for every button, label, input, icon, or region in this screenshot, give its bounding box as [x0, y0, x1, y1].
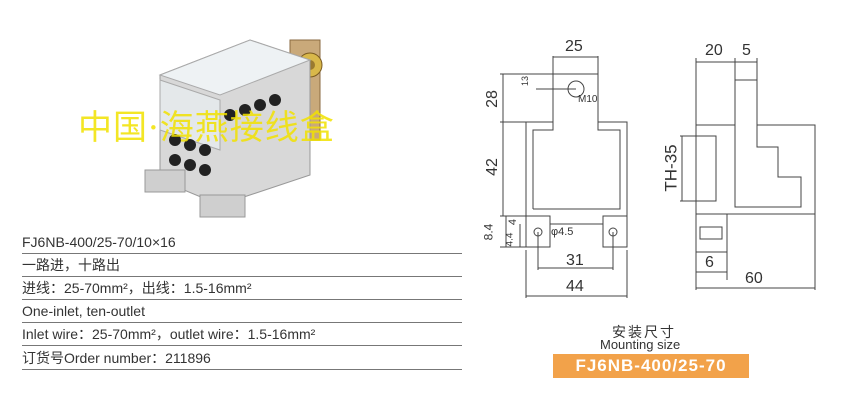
dim-8-4: 8.4: [481, 223, 496, 241]
caption-en: Mounting size: [600, 337, 681, 352]
product-photo: [144, 39, 323, 218]
dim-25: 25: [565, 38, 583, 55]
spec-cn-wire: 进线：25-70mm²，出线：1.5-16mm²: [22, 278, 462, 300]
dim-4: 4: [507, 218, 520, 226]
caption-cn: 安装尺寸: [612, 324, 676, 340]
dim-th35: TH-35: [661, 144, 681, 192]
dim-m10: M10: [578, 94, 598, 105]
watermark: 中国·海燕接线盒: [78, 108, 335, 148]
spec-cn-desc: 一路进，十路出: [22, 255, 462, 277]
spec-en-desc: One-inlet, ten-outlet: [22, 301, 462, 323]
dim-13: 13: [520, 75, 531, 87]
dim-6: 6: [705, 254, 714, 271]
spec-order-number: 订货号Order number：211896: [22, 348, 462, 370]
model-badge: FJ6NB-400/25-70: [553, 354, 749, 378]
dim-20: 20: [705, 42, 723, 59]
dim-60: 60: [745, 270, 763, 287]
dim-28: 28: [483, 90, 501, 108]
dim-hole: φ4.5: [551, 226, 574, 238]
dim-31: 31: [566, 252, 584, 269]
spec-en-wire: Inlet wire：25-70mm²，outlet wire：1.5-16mm…: [22, 324, 462, 346]
spec-model: FJ6NB-400/25-70/10×16: [22, 232, 462, 254]
dim-4-4: 4.4: [504, 232, 516, 247]
dim-5: 5: [742, 42, 751, 59]
dim-44: 44: [566, 278, 584, 295]
dim-42: 42: [483, 158, 501, 176]
